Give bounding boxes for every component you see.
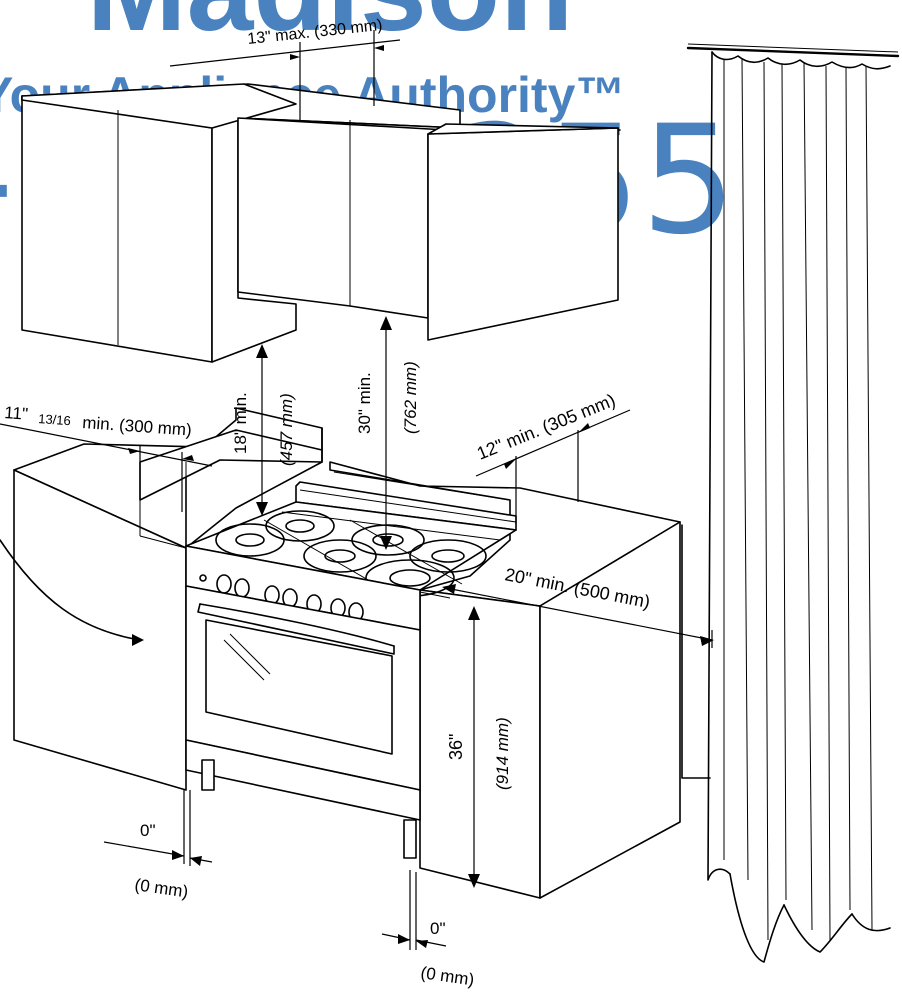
oven-window bbox=[205, 619, 393, 755]
label-36-mm: (914 mm) bbox=[493, 717, 512, 790]
label-side-clear-rest: min. (300 mm) bbox=[82, 413, 193, 440]
label-18-inches: 18" min. bbox=[231, 392, 250, 454]
label-18-mm: (457 mm) bbox=[277, 393, 296, 466]
label-side-clear-fraction: 13/16 bbox=[38, 411, 72, 428]
label-left-gap-inches: 0" bbox=[140, 821, 156, 840]
watermark-brand: Madison bbox=[87, 0, 574, 56]
right-base-cabinet bbox=[329, 461, 681, 899]
oven-door-handle bbox=[199, 603, 395, 647]
label-side-clear-inches: 11" bbox=[4, 403, 29, 424]
right-gap-dimension: 0" (0 mm) bbox=[381, 870, 475, 989]
range-kickplate bbox=[185, 739, 421, 821]
label-left-gap-mm: (0 mm) bbox=[133, 875, 189, 901]
label-rear-clearance: 12" min. (305 mm) bbox=[474, 390, 618, 464]
curtain-rod bbox=[686, 46, 900, 58]
label-30-mm: (762 mm) bbox=[401, 361, 420, 434]
igniter-button bbox=[199, 574, 207, 582]
label-36-inches: 36" bbox=[446, 734, 466, 760]
curtain bbox=[686, 43, 900, 963]
knob-2 bbox=[234, 578, 250, 598]
left-gap-dimension: 0" (0 mm) bbox=[103, 790, 213, 901]
knob-1 bbox=[216, 574, 232, 594]
room-lines bbox=[681, 524, 711, 779]
range-leg-left bbox=[201, 759, 215, 791]
label-right-gap-inches: 0" bbox=[430, 919, 446, 938]
label-right-gap-mm: (0 mm) bbox=[419, 963, 475, 989]
upper-cabinets bbox=[21, 83, 621, 363]
clearance-30-dimension: 30" min. (762 mm) bbox=[355, 316, 420, 550]
range bbox=[185, 481, 517, 859]
left-base-cabinet bbox=[0, 407, 323, 791]
clearance-18-dimension: 18" min. (457 mm) bbox=[231, 344, 296, 516]
height-36-dimension: 36" (914 mm) bbox=[446, 606, 512, 888]
label-30-inches: 30" min. bbox=[355, 372, 374, 434]
range-leg-right bbox=[403, 819, 417, 859]
